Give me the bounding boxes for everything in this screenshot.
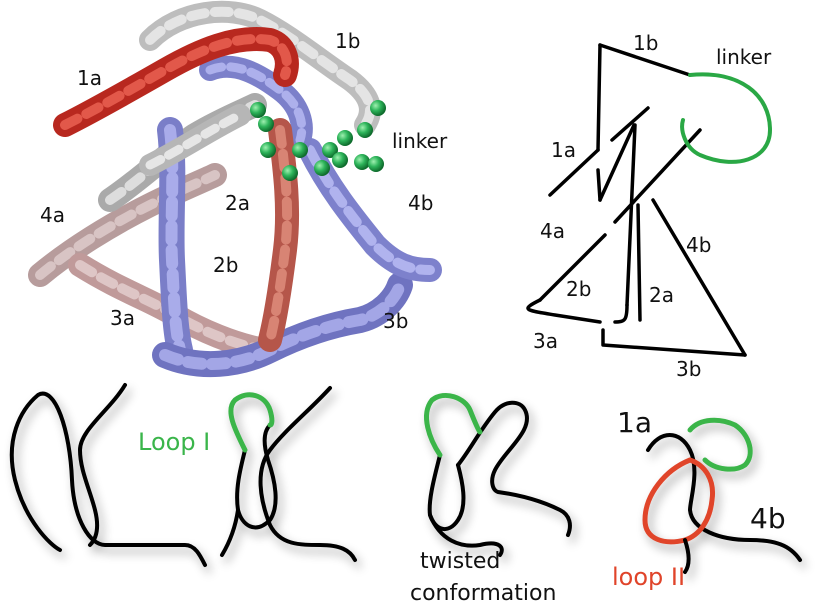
topology-label-4b: 4b	[686, 233, 711, 257]
protein-label-linker: linker	[392, 129, 448, 153]
protein-label-4a: 4a	[40, 203, 65, 227]
sketch-open-conformation	[9, 383, 207, 567]
topology-label-3b: 3b	[676, 357, 701, 381]
topology-diagram: 1b linker 1a 4a 4b 2b 2a 3a 3b	[526, 31, 772, 381]
helix-4b-ribbon	[298, 138, 442, 282]
helix-1b-ribbon	[139, 0, 381, 136]
topology-label-3a: 3a	[533, 329, 558, 353]
topology-label-4a: 4a	[540, 219, 565, 243]
helix-1a-ribbon	[53, 27, 299, 137]
protein-label-1a: 1a	[77, 66, 102, 90]
linker-spheres	[250, 100, 386, 181]
sketch-loop-one	[220, 386, 357, 562]
protein-label-4b: 4b	[408, 191, 433, 215]
topology-label-2b: 2b	[566, 277, 591, 301]
label-1a-bottom: 1a	[617, 406, 652, 439]
helix-gray-center	[139, 104, 251, 176]
topology-label-1b: 1b	[633, 31, 658, 55]
helix-2a-ribbon	[258, 118, 300, 352]
label-twisted: twisted	[420, 549, 500, 574]
helix-blue-top	[199, 55, 313, 151]
topology-label-1a: 1a	[551, 138, 576, 162]
sketch-loop-two	[642, 417, 802, 574]
label-loop-two: loop II	[612, 563, 685, 591]
helix-4a-ribbon	[28, 163, 227, 287]
protein-structure: 1a 1b linker 4a 2a 4b 2b 3a 3b	[28, 0, 448, 377]
topology-label-2a: 2a	[649, 283, 674, 307]
label-conformation: conformation	[410, 581, 556, 606]
sketch-twisted-conformation	[424, 393, 572, 557]
protein-label-3a: 3a	[110, 306, 135, 330]
protein-label-2a: 2a	[225, 191, 250, 215]
topology-linker-loop	[680, 72, 772, 164]
helix-3b-ribbon	[152, 272, 413, 377]
protein-label-2b: 2b	[213, 253, 238, 277]
topology-black-strands	[526, 43, 747, 357]
protein-label-3b: 3b	[383, 309, 408, 333]
label-4b-bottom: 4b	[750, 502, 786, 535]
protein-label-1b: 1b	[335, 29, 360, 53]
topology-label-linker: linker	[716, 45, 772, 69]
label-loop-one: Loop I	[138, 428, 210, 456]
